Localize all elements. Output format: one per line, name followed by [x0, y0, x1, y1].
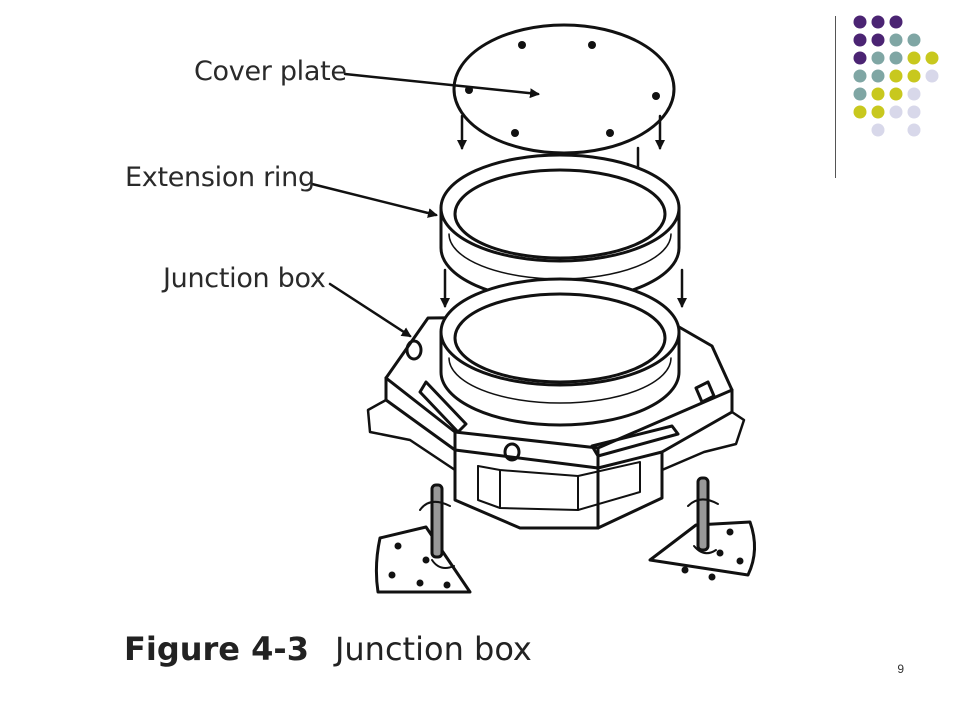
extension-ring-label: Extension ring	[125, 162, 315, 193]
decorative-dot	[853, 33, 867, 47]
decorative-divider	[835, 16, 836, 178]
cover-plate-part	[452, 23, 676, 155]
figure-caption: Figure 4-3 Junction box	[124, 630, 532, 668]
decorative-dot	[853, 105, 867, 119]
decorative-dot	[907, 105, 921, 119]
decorative-dot	[871, 51, 885, 65]
decorative-dot	[871, 123, 885, 137]
decorative-dot	[907, 123, 921, 137]
decorative-dot	[871, 87, 885, 101]
decorative-dot	[907, 69, 921, 83]
decorative-dot-grid	[853, 15, 939, 137]
decorative-dot	[889, 51, 903, 65]
page-number: 9	[897, 662, 904, 676]
junction-box-leader	[328, 282, 412, 338]
extension-ring-leader	[310, 182, 438, 218]
decorative-dot	[871, 69, 885, 83]
decorative-dot	[907, 51, 921, 65]
decorative-dot	[853, 51, 867, 65]
decorative-dot	[889, 105, 903, 119]
figure-number: Figure 4-3	[124, 630, 309, 668]
decorative-dot	[871, 15, 885, 29]
extension-ring-part	[439, 153, 681, 303]
decorative-dot	[907, 87, 921, 101]
decorative-dot	[889, 69, 903, 83]
decorative-dot	[853, 15, 867, 29]
right-foot	[648, 476, 756, 581]
cover-plate-label: Cover plate	[194, 56, 347, 87]
decorative-dot	[871, 105, 885, 119]
assembly-arrows-lower	[440, 268, 687, 308]
decorative-dot	[889, 15, 903, 29]
decorative-dot	[925, 69, 939, 83]
decorative-dot	[889, 33, 903, 47]
figure-title: Junction box	[334, 630, 532, 668]
decorative-dot	[925, 51, 939, 65]
junction-box-ring	[439, 277, 681, 427]
decorative-dot	[907, 33, 921, 47]
cover-plate-leader	[343, 72, 540, 99]
label-leader-arrows	[310, 72, 540, 338]
junction-box-label: Junction box	[163, 263, 326, 294]
left-foot	[374, 483, 472, 594]
decorative-dot	[871, 33, 885, 47]
decorative-dot	[853, 69, 867, 83]
decorative-dot	[889, 87, 903, 101]
decorative-dot	[853, 87, 867, 101]
